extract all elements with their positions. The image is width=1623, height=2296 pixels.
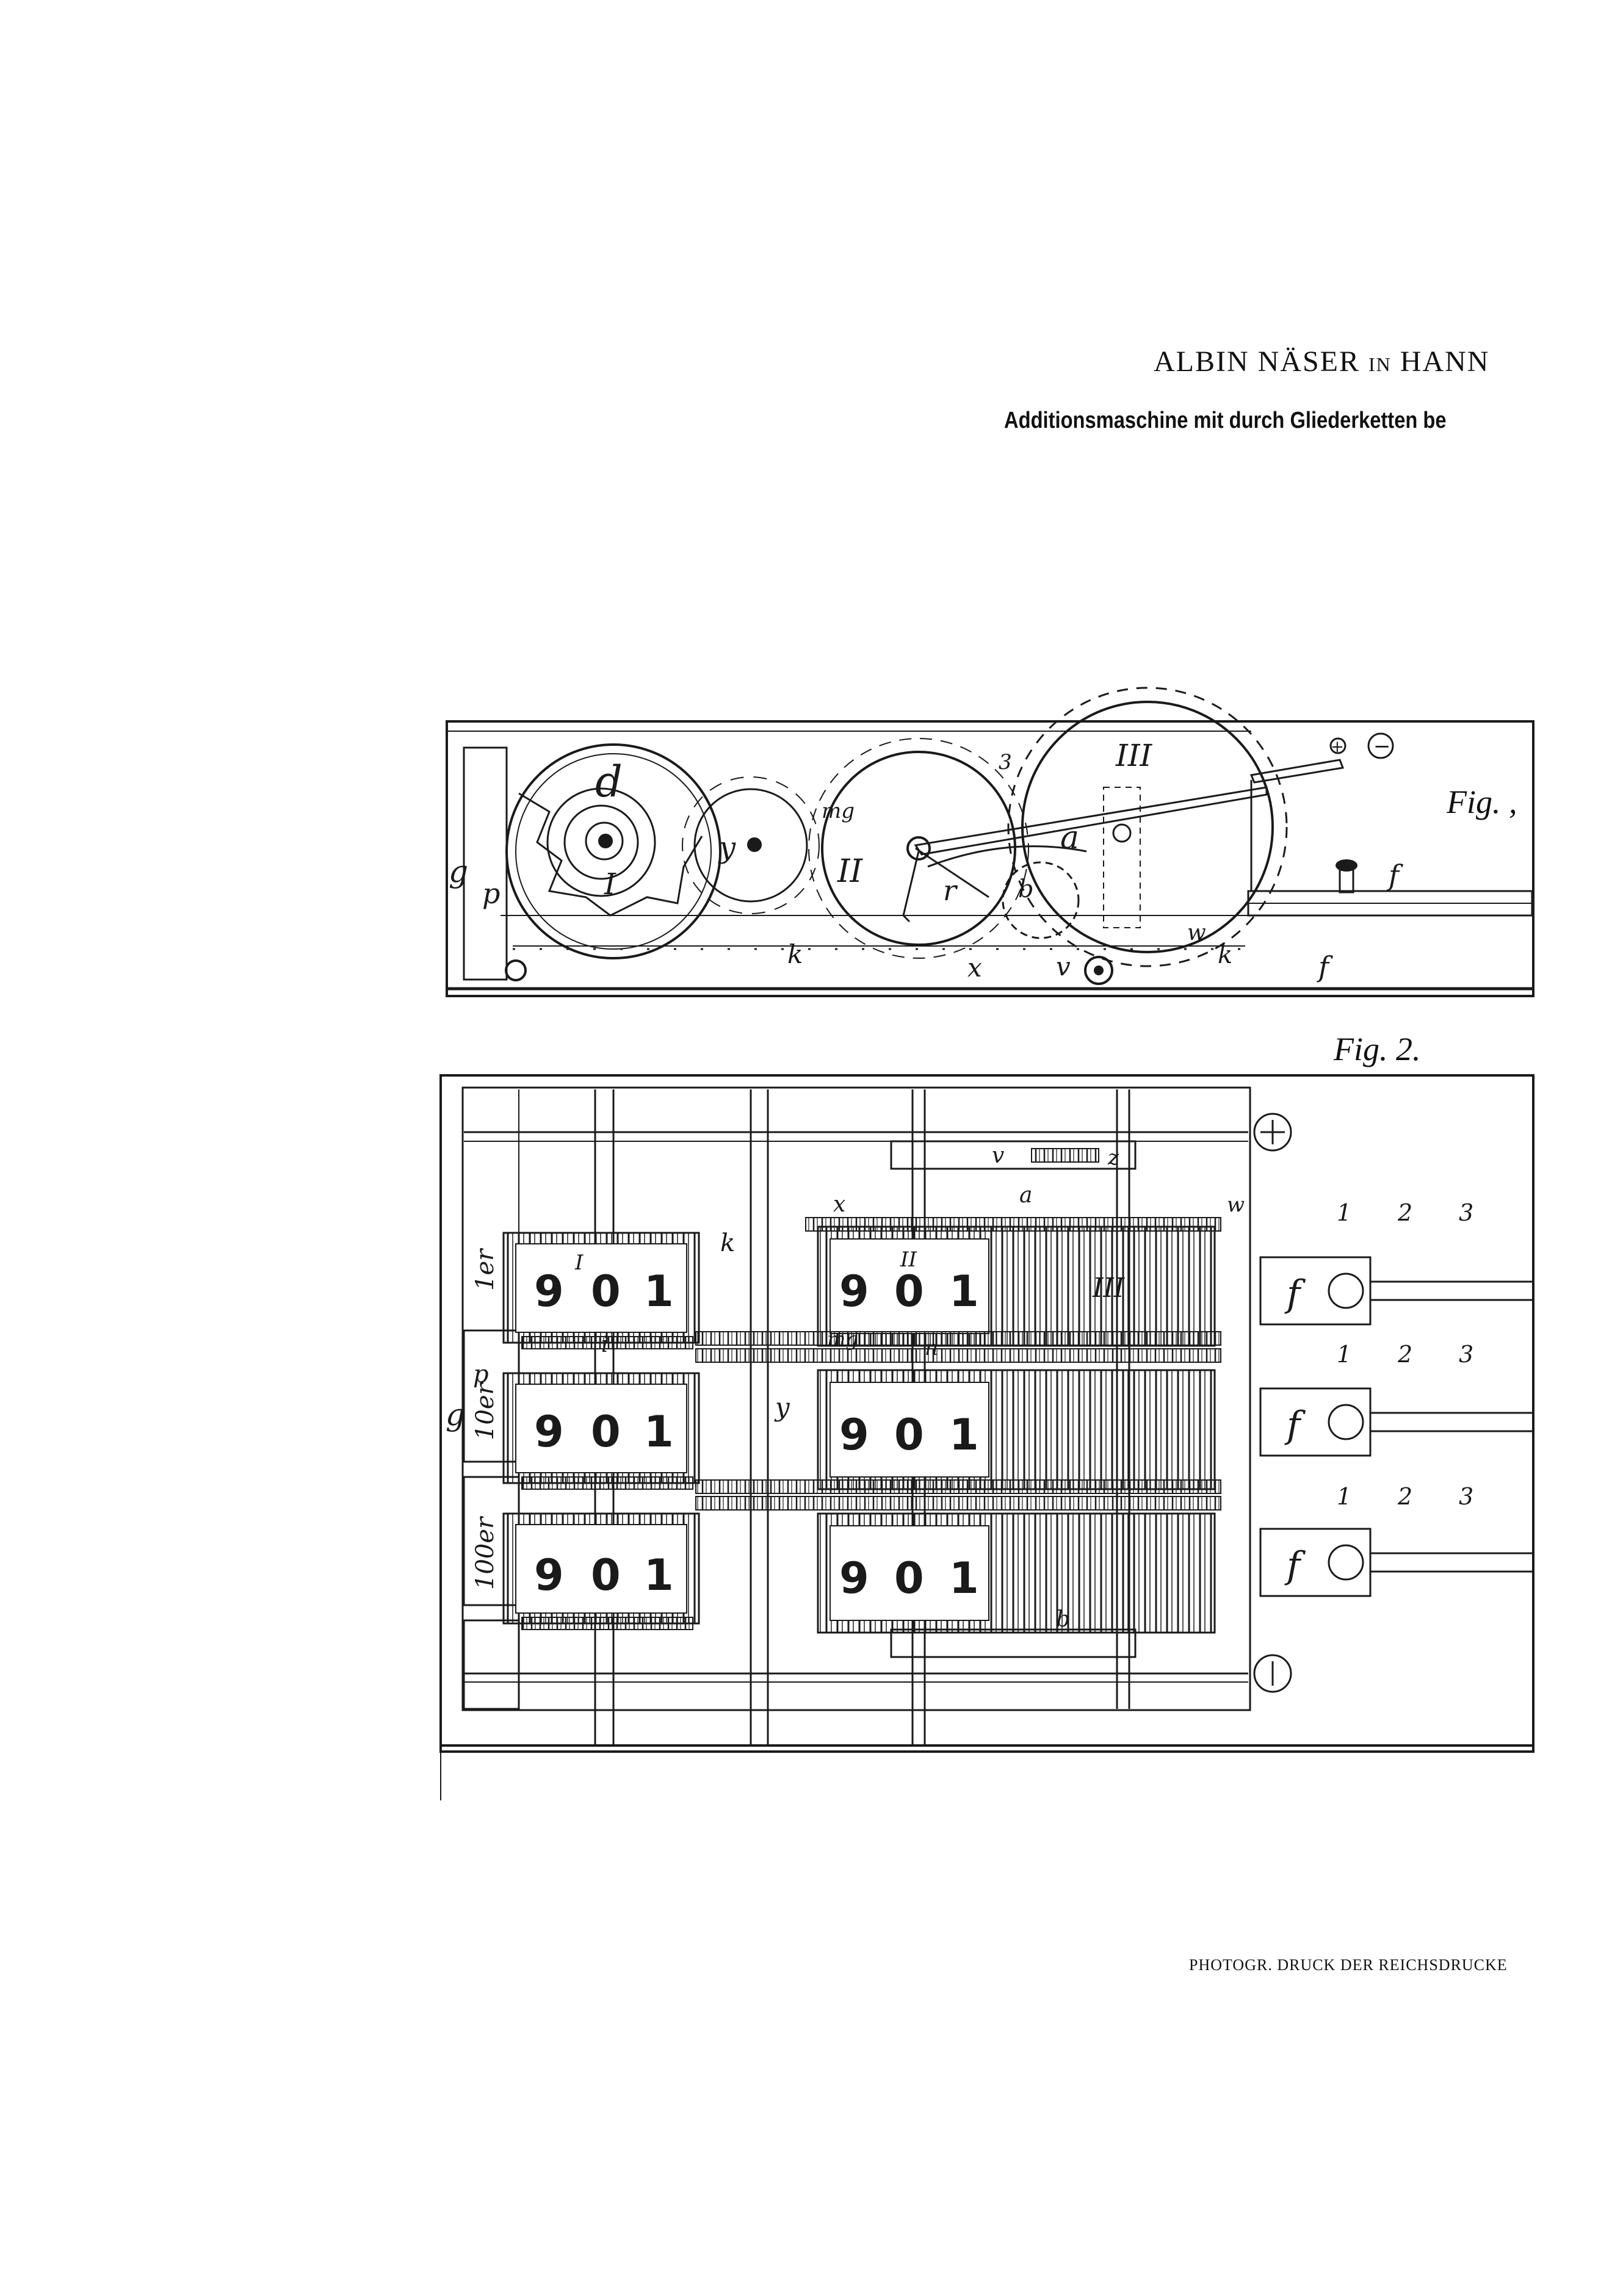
row2-c1-d3: 1 xyxy=(644,1407,674,1457)
fig2-label-n: n xyxy=(925,1336,938,1360)
patent-holder-name: ALBIN NÄSER IN HANN xyxy=(1154,345,1489,378)
label-wheel-2: II xyxy=(837,853,864,890)
holder-name-main: ALBIN NÄSER xyxy=(1154,345,1361,378)
fig2-label-k: k xyxy=(720,1229,735,1257)
label-w: w xyxy=(1187,920,1206,945)
row3-unit: 100er xyxy=(471,1515,499,1590)
fig2-plus-label: + xyxy=(1266,1139,1267,1141)
row1-c2-d2: 0 xyxy=(894,1266,924,1316)
row1-unit: 1er xyxy=(471,1247,499,1291)
label-k-left: k xyxy=(787,939,803,969)
row3-c2-d1: 9 xyxy=(839,1553,869,1603)
fig2-label-mg: mg xyxy=(827,1327,858,1351)
row3-c2-d3: 1 xyxy=(949,1553,979,1603)
label-p: p xyxy=(482,877,500,910)
label-k-right: k xyxy=(1218,941,1232,969)
label-plus: + xyxy=(1331,738,1344,756)
label-minus: − xyxy=(1373,734,1391,759)
label-x: x xyxy=(967,953,982,983)
row2-c2-d3: 1 xyxy=(949,1410,979,1460)
label-g: g xyxy=(449,854,468,889)
label-y: y xyxy=(718,831,736,865)
row1-scale-2: 2 xyxy=(1397,1199,1412,1226)
fig2-label-z: z xyxy=(1107,1146,1119,1170)
figure-2-plan-view: + − 1er 9 0 1 9 0 1 f 1 2 3 xyxy=(439,1074,1534,1753)
label-a: a xyxy=(1060,820,1079,856)
row3-c1-d2: 0 xyxy=(591,1550,621,1600)
label-f-upper: f xyxy=(1387,859,1403,892)
fig2-label-p: p xyxy=(473,1360,489,1388)
label-r: r xyxy=(943,874,958,907)
row1-key: f xyxy=(1284,1273,1306,1315)
row1-scale-1: 1 xyxy=(1337,1199,1351,1226)
row3-c2-d2: 0 xyxy=(894,1553,924,1603)
row2-c1-d2: 0 xyxy=(591,1407,621,1457)
fig2-label: Fig. 2. xyxy=(1334,1031,1421,1067)
holder-name-in: IN xyxy=(1368,353,1392,375)
patent-title: Additionsmaschine mit durch Gliederkette… xyxy=(1004,408,1447,433)
label-b: b xyxy=(1018,875,1034,903)
row3-c1-d3: 1 xyxy=(644,1550,674,1600)
printer-credit: PHOTOGR. DRUCK DER REICHSDRUCKE xyxy=(1189,1956,1508,1974)
fig2-label-g: g xyxy=(446,1397,465,1432)
row3-scale-3: 3 xyxy=(1459,1483,1473,1510)
label-f-lower: f xyxy=(1317,950,1333,983)
fig2-wheel-2-label: II xyxy=(900,1247,917,1272)
row1-c1-d3: 1 xyxy=(644,1266,674,1316)
row1-c1-d1: 9 xyxy=(534,1266,564,1316)
row3-key: f xyxy=(1284,1544,1306,1587)
fig2-label-x: x xyxy=(833,1192,845,1217)
row2-unit: 10er xyxy=(471,1381,499,1440)
gear-y xyxy=(682,776,820,914)
fig2-label-b: b xyxy=(1056,1607,1070,1632)
fig2-minus-label: − xyxy=(1266,1681,1267,1683)
label-wheel-3: III xyxy=(1115,738,1153,773)
gear-2 xyxy=(808,738,1029,959)
row3-scale-1: 1 xyxy=(1337,1483,1351,1510)
row3-c1-d1: 9 xyxy=(534,1550,564,1600)
label-wheel-1: I xyxy=(604,867,616,901)
row1-c2-d3: 1 xyxy=(949,1266,979,1316)
row1-c1-d2: 0 xyxy=(591,1266,621,1316)
digit-row-100er: 100er 9 0 1 9 0 1 f 1 2 3 xyxy=(471,1479,1532,1634)
fig2-label-v: v xyxy=(992,1143,1004,1168)
row1-scale-3: 3 xyxy=(1459,1199,1473,1226)
digit-row-1er: 1er 9 0 1 9 0 1 f 1 2 3 xyxy=(471,1199,1532,1349)
holder-city: HANN xyxy=(1400,345,1490,378)
row2-key: f xyxy=(1284,1404,1306,1446)
row2-c1-d1: 9 xyxy=(534,1407,564,1457)
row3-scale-2: 2 xyxy=(1397,1483,1412,1510)
fig2-label-y: y xyxy=(774,1392,790,1422)
row2-scale-1: 1 xyxy=(1337,1341,1351,1368)
fig1-label: Fig. , xyxy=(1447,784,1517,820)
fig2-label-i: i xyxy=(601,1332,609,1357)
label-3: 3 xyxy=(999,750,1012,774)
digit-row-10er: 10er 9 0 1 9 0 1 f 1 2 3 xyxy=(471,1331,1532,1490)
figure-1-side-view: d I y II III a r b mg 3 k k x v w f f g … xyxy=(446,687,1534,997)
row2-c2-d1: 9 xyxy=(839,1410,869,1460)
row2-scale-2: 2 xyxy=(1397,1341,1412,1368)
fig2-label-w: w xyxy=(1227,1193,1245,1217)
row1-c2-d1: 9 xyxy=(839,1266,869,1316)
row2-scale-3: 3 xyxy=(1459,1341,1473,1368)
label-v: v xyxy=(1056,951,1071,981)
fig2-wheel-3-label: III xyxy=(1092,1273,1126,1304)
fig2-wheel-1-label: I xyxy=(574,1251,584,1275)
row2-c2-d2: 0 xyxy=(894,1410,924,1460)
label-d: d xyxy=(595,757,623,807)
label-mg: mg xyxy=(822,799,855,823)
gear-3 xyxy=(1007,687,1288,967)
fig2-label-a: a xyxy=(1019,1183,1032,1208)
